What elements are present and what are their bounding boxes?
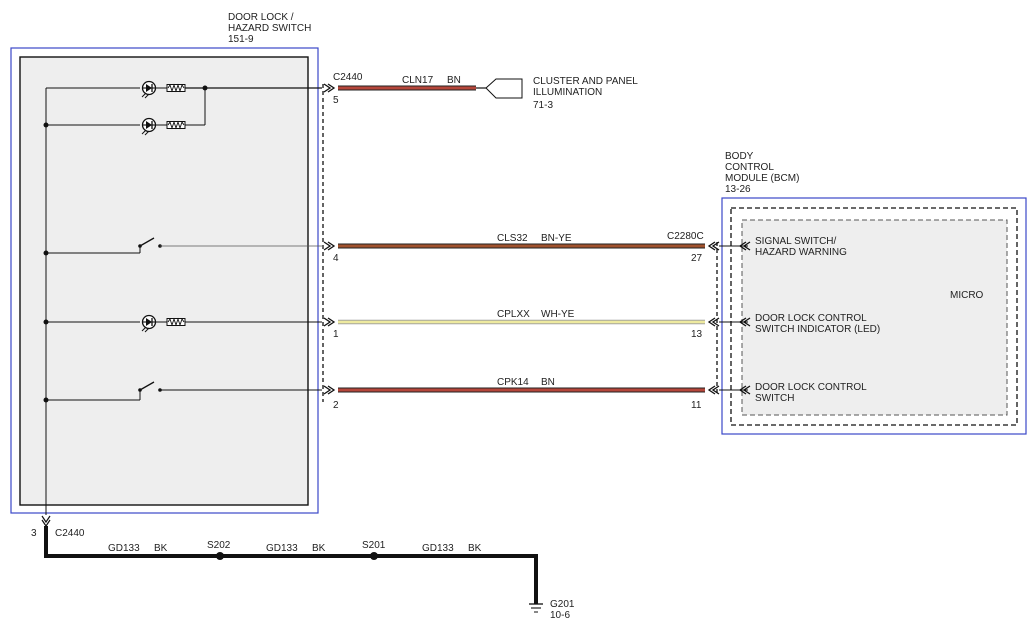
- switch-ref: 151-9: [228, 34, 254, 45]
- junction-dot: [202, 85, 208, 91]
- pin-number: 1: [333, 329, 339, 340]
- bcm-outer-border: [721, 197, 1027, 435]
- splice-s201: [370, 552, 378, 560]
- bcm-input-label: DOOR LOCK CONTROL: [755, 382, 867, 393]
- resistor-icon: [166, 318, 186, 326]
- wire-circuit: GD133: [422, 543, 454, 554]
- bcm-input-label: HAZARD WARNING: [755, 247, 847, 258]
- switch-outer-border: [10, 47, 319, 514]
- splice-s202: [216, 552, 224, 560]
- cluster-ref: 71-3: [533, 100, 553, 111]
- connector-arrow-icon: [323, 385, 335, 395]
- splice-label: S201: [362, 540, 386, 551]
- ground-circuit: 3 C2440 S202 S201 GD133 BK GD133 BK GD13…: [31, 515, 575, 621]
- connector-c2440-label: C2440: [333, 72, 363, 83]
- pin-number: 27: [691, 253, 703, 264]
- connector-c2280c-label: C2280C: [667, 231, 704, 242]
- bcm-input-label: DOOR LOCK CONTROL: [755, 313, 867, 324]
- wire-circuit: CPK14: [497, 377, 529, 388]
- bcm-input-label: SWITCH: [755, 393, 794, 404]
- wire-circuit: GD133: [108, 543, 140, 554]
- bcm-title-line2: CONTROL: [725, 162, 774, 173]
- wire-circuit: CLN17: [402, 75, 434, 86]
- splice-label: S202: [207, 540, 231, 551]
- ground-icon: [529, 603, 543, 613]
- bcm-title-line1: BODY: [725, 151, 754, 162]
- pin-number: 11: [691, 400, 702, 411]
- connector-arrow-icon: [323, 317, 335, 327]
- wire-cls32: CLS32 BN-YE 4 27: [323, 233, 705, 264]
- wire-cln17: CLN17 BN 5: [323, 75, 476, 106]
- micro-label: MICRO: [950, 290, 984, 301]
- wire-color: WH-YE: [541, 309, 575, 320]
- switch-body: [19, 56, 309, 506]
- switch-title-line2: HAZARD SWITCH: [228, 23, 311, 34]
- pin-number: 2: [333, 400, 339, 411]
- resistor-icon: [166, 84, 186, 92]
- junction-dot: [43, 122, 49, 128]
- pin-number: 13: [691, 329, 703, 340]
- wire-circuit: CPLXX: [497, 309, 530, 320]
- bcm-input-label: SWITCH INDICATOR (LED): [755, 324, 880, 335]
- bcm-dashed-border: [730, 207, 1018, 426]
- connector-arrow-icon: [41, 515, 51, 524]
- pin-number: 4: [333, 253, 339, 264]
- ground-ref: 10-6: [550, 610, 570, 621]
- wire-color: BN-YE: [541, 233, 572, 244]
- ground-point-label: G201: [550, 599, 575, 610]
- wire-circuit: CLS32: [497, 233, 528, 244]
- wire-cpk14: CPK14 BN 2 11: [323, 377, 705, 411]
- ground-wire: [44, 526, 538, 604]
- bcm-input-label: SIGNAL SWITCH/: [755, 236, 837, 247]
- resistor-icon: [166, 121, 186, 129]
- cluster-panel-illumination: CLUSTER AND PANEL ILLUMINATION 71-3: [476, 76, 638, 111]
- wire-color: BN: [447, 75, 461, 86]
- switch-title-line1: DOOR LOCK /: [228, 12, 294, 23]
- door-lock-hazard-switch: DOOR LOCK / HAZARD SWITCH 151-9: [10, 12, 322, 515]
- wire-circuit: GD133: [266, 543, 298, 554]
- ground-connector-label: C2440: [55, 528, 85, 539]
- cluster-label-line1: CLUSTER AND PANEL: [533, 76, 638, 87]
- body-control-module: BODY CONTROL MODULE (BCM) 13-26 C2280C M…: [667, 151, 1027, 435]
- pin-number: 3: [31, 528, 37, 539]
- wire-cplxx: CPLXX WH-YE 1 13: [323, 309, 705, 340]
- wire-color: BN: [541, 377, 555, 388]
- pin-number: 5: [333, 95, 339, 106]
- connector-icon: [485, 78, 523, 99]
- connector-arrow-icon: [323, 241, 335, 251]
- bcm-title-line3: MODULE (BCM): [725, 173, 799, 184]
- bcm-ref: 13-26: [725, 184, 751, 195]
- connector-arrow-icon: [323, 83, 335, 93]
- wire-color: BK: [468, 543, 482, 554]
- wire-color: BK: [154, 543, 168, 554]
- bcm-micro-block: [741, 219, 1008, 416]
- wire-color: BK: [312, 543, 326, 554]
- cluster-label-line2: ILLUMINATION: [533, 87, 602, 98]
